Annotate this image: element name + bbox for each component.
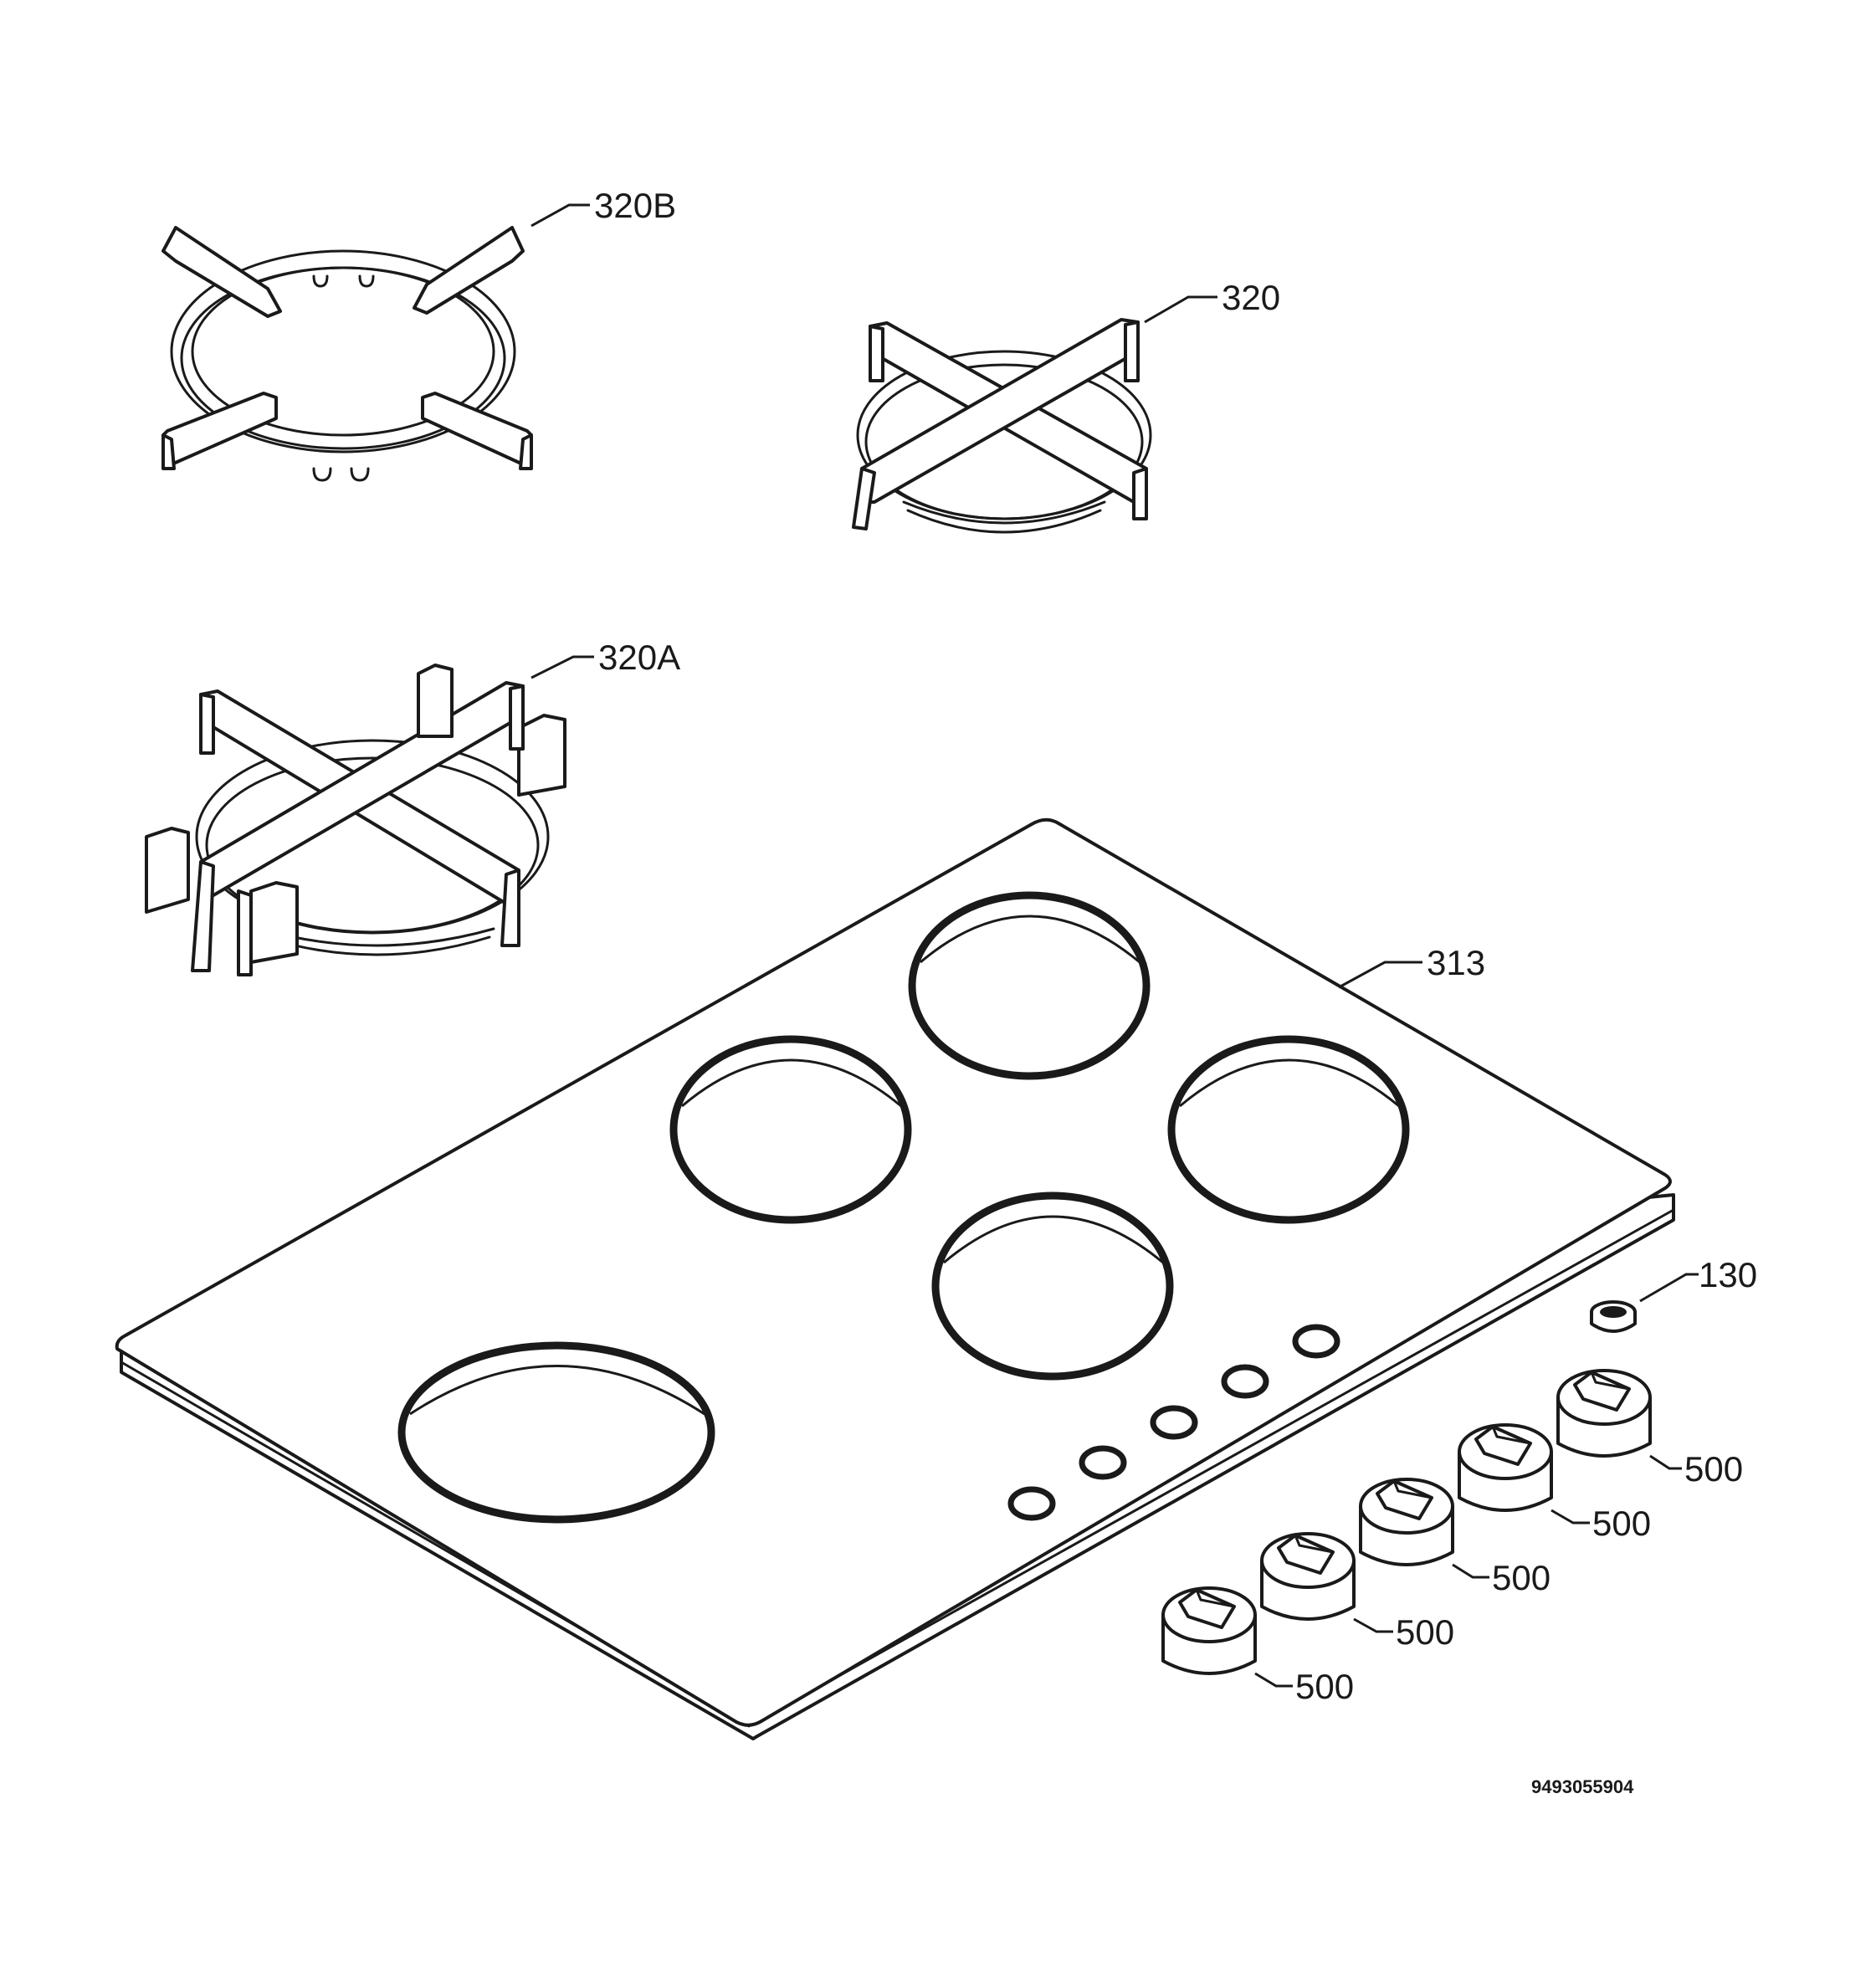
callout-500-knob-2: 500 <box>1396 1612 1454 1652</box>
callout-320a: 320A <box>598 638 680 677</box>
control-knob-2 <box>1260 1532 1356 1621</box>
callout-500-knob-4: 500 <box>1592 1504 1651 1543</box>
callout-320: 320 <box>1222 278 1280 317</box>
callout-313: 313 <box>1427 943 1485 982</box>
control-knob-1 <box>1161 1586 1257 1675</box>
document-id: 9493055904 <box>1531 1776 1634 1797</box>
callout-500-knob-3: 500 <box>1492 1558 1551 1597</box>
control-knob-3 <box>1359 1478 1454 1566</box>
control-knob-5 <box>1556 1369 1652 1458</box>
callout-500-knob-1: 500 <box>1295 1667 1354 1706</box>
hob-top-313 <box>115 817 1675 1740</box>
burner-hole-top <box>908 891 1151 1080</box>
pan-support-320b <box>161 226 533 482</box>
leader-lines <box>531 203 1699 1688</box>
callout-130: 130 <box>1699 1255 1757 1294</box>
pan-support-320a <box>145 664 566 976</box>
burner-hole-wok <box>397 1341 715 1524</box>
knob-hole-row <box>1007 1324 1340 1521</box>
burner-hole-center <box>931 1191 1174 1381</box>
callout-320b: 320B <box>594 186 676 225</box>
pan-support-320 <box>852 318 1152 534</box>
burner-hole-right <box>1167 1035 1410 1224</box>
knob-bushing-130 <box>1590 1300 1637 1333</box>
control-knob-4 <box>1458 1423 1553 1512</box>
callout-500-knob-5: 500 <box>1684 1449 1743 1489</box>
burner-hole-left <box>669 1035 912 1224</box>
